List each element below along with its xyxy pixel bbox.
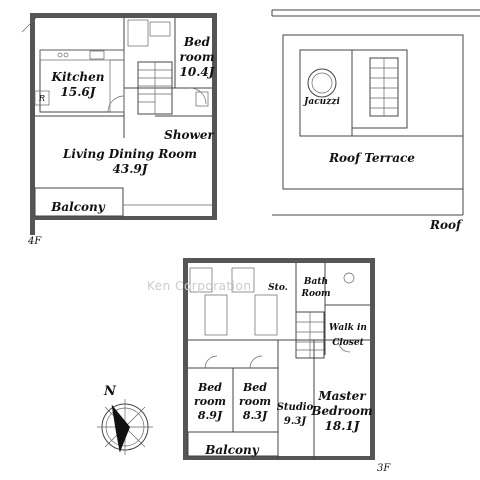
walkin-closet-label-2: Closet [332,338,364,348]
compass-rose: N [97,384,153,455]
balcony-4f-label: Balcony [50,200,106,214]
bedroom2-3f-label-2: room [239,395,271,408]
compass-needle-icon [112,405,130,452]
jacuzzi-label: Jacuzzi [302,97,340,107]
refrigerator-label: R [38,94,45,103]
bedroom-4f-label-1: Bed [183,35,211,49]
watermark: Ken Corporation [147,279,251,293]
balcony-3f-label: Balcony [204,443,260,457]
bathroom-label-1: Bath [303,277,328,287]
kitchen-size: 15.6J [61,85,97,99]
roof-plan: Jacuzzi Roof Terrace Roof [271,9,480,232]
bedroom2-3f-label-1: Bed [242,381,267,394]
bedroom1-3f-label-2: room [194,395,226,408]
roof-terrace-label: Roof Terrace [328,151,415,165]
walkin-closet-label-1: Walk in [329,323,367,333]
master-bedroom-label-1: Master [317,389,367,403]
bathroom-label-2: Room [300,289,330,299]
master-bedroom-size: 18.1J [325,419,361,433]
roof-label: Roof [429,218,463,232]
bedroom-4f-label-2: room [179,50,214,64]
bedroom1-3f-label-1: Bed [197,381,222,394]
floor-4f-plan: Bed room 10.4J Kitchen 15.6J R Shower Li… [21,13,217,247]
shower-label: Shower [164,128,215,142]
living-room-label: Living Dining Room [62,147,197,161]
storage-label: Sto. [268,283,288,293]
living-room-size: 43.9J [113,162,149,176]
master-bedroom-label-2: Bedroom [310,404,372,418]
studio-label: Studio [277,402,314,413]
bedroom2-3f-size: 8.3J [243,409,268,422]
kitchen-label: Kitchen [51,70,105,84]
bedroom1-3f-size: 8.9J [198,409,223,422]
floor-4f-label: 4F [27,236,42,247]
compass-north-label: N [103,384,117,399]
floor-3f-label: 3F [377,463,391,474]
floor-3f-plan: Sto. Bath Room Walk in Closet Bed room 8… [183,258,391,474]
studio-size: 9.3J [284,416,307,427]
bedroom-4f-size: 10.4J [180,65,216,79]
